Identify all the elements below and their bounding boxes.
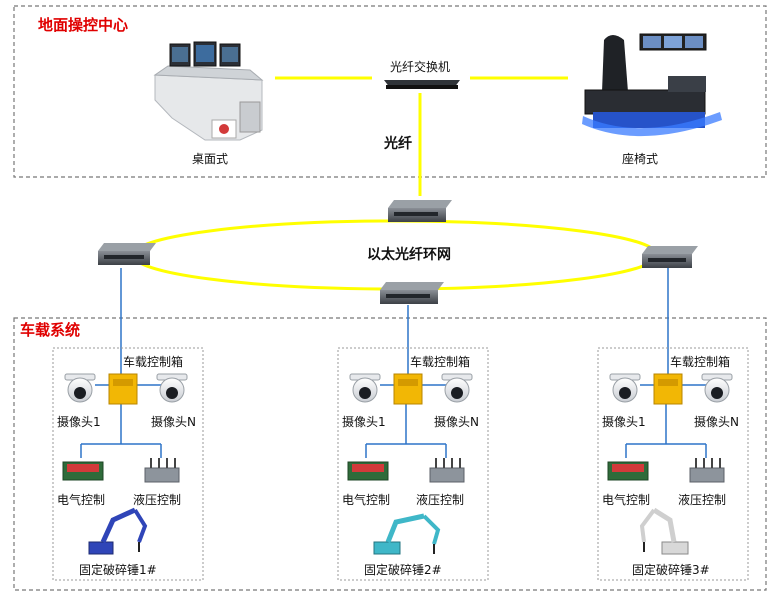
hammer-label: 固定破碎锤3# <box>632 562 710 577</box>
camera-icon <box>64 373 96 403</box>
switch-bottom <box>380 282 444 304</box>
control-box-label: 车载控制箱 <box>410 354 470 369</box>
seat-label: 座椅式 <box>622 151 658 166</box>
breaker-hammer-icon <box>88 507 148 555</box>
hydraulic-control-icon <box>689 458 725 483</box>
hydraulic-label: 液压控制 <box>416 492 464 507</box>
breaker-hammer-icon <box>373 513 441 555</box>
electric-label: 电气控制 <box>602 492 650 507</box>
electric-control-icon <box>347 461 389 481</box>
camera-icon <box>609 373 641 403</box>
electric-label: 电气控制 <box>342 492 390 507</box>
fiber-switch-label: 光纤交换机 <box>390 59 450 74</box>
camera-icon <box>441 373 473 403</box>
desktop-label: 桌面式 <box>192 152 228 166</box>
hammer-label: 固定破碎锤1# <box>79 562 157 577</box>
ethernet-ring: 以太光纤环网 <box>131 219 659 291</box>
camera-1-label: 摄像头1 <box>57 414 101 429</box>
switch-left <box>98 243 156 265</box>
camera-n-label: 摄像头N <box>434 414 479 429</box>
vehicle-system-frame: 车载系统 <box>13 317 767 591</box>
hydraulic-label: 液压控制 <box>678 492 726 507</box>
hydraulic-control-icon <box>144 458 180 483</box>
vehicle-system-title: 车载系统 <box>20 321 80 339</box>
hydraulic-label: 液压控制 <box>133 492 181 507</box>
ring-drop-links <box>120 268 669 383</box>
seat-console: 座椅式 <box>582 33 722 166</box>
switch-right <box>642 246 698 268</box>
camera-n-label: 摄像头N <box>151 414 196 429</box>
hydraulic-control-icon <box>429 458 465 483</box>
vehicle-unit-3: 车载控制箱 摄像头1 摄像头N 电气控制 液压控制 <box>597 347 749 581</box>
switch-top <box>388 200 452 222</box>
vehicle-unit-1: 车载控制箱 摄像头1 摄像头N 电气控制 液压控制 <box>52 347 204 581</box>
camera-icon <box>349 373 381 403</box>
camera-icon <box>701 373 733 403</box>
fiber-label: 光纤 <box>383 135 412 152</box>
breaker-hammer-icon <box>639 507 689 555</box>
control-box-icon <box>108 373 138 405</box>
fiber-switch: 光纤交换机 <box>384 59 460 89</box>
camera-1-label: 摄像头1 <box>602 414 646 429</box>
control-box-label: 车载控制箱 <box>670 354 730 369</box>
hammer-label: 固定破碎锤2# <box>364 562 442 577</box>
camera-icon <box>156 373 188 403</box>
control-box-icon <box>653 373 683 405</box>
vehicle-unit-2: 车载控制箱 摄像头1 摄像头N 电气控制 液压控制 <box>337 347 489 581</box>
ground-station-frame: 地面操控中心 <box>13 5 767 178</box>
control-box-icon <box>393 373 423 405</box>
ground-station-title: 地面操控中心 <box>38 16 128 34</box>
ground-fiber-links <box>275 76 568 196</box>
camera-n-label: 摄像头N <box>694 414 739 429</box>
electric-label: 电气控制 <box>57 492 105 507</box>
desktop-console: 桌面式 <box>153 41 264 166</box>
control-box-label: 车载控制箱 <box>123 354 183 369</box>
camera-1-label: 摄像头1 <box>342 414 386 429</box>
electric-control-icon <box>607 461 649 481</box>
ring-label: 以太光纤环网 <box>367 246 451 263</box>
electric-control-icon <box>62 461 104 481</box>
